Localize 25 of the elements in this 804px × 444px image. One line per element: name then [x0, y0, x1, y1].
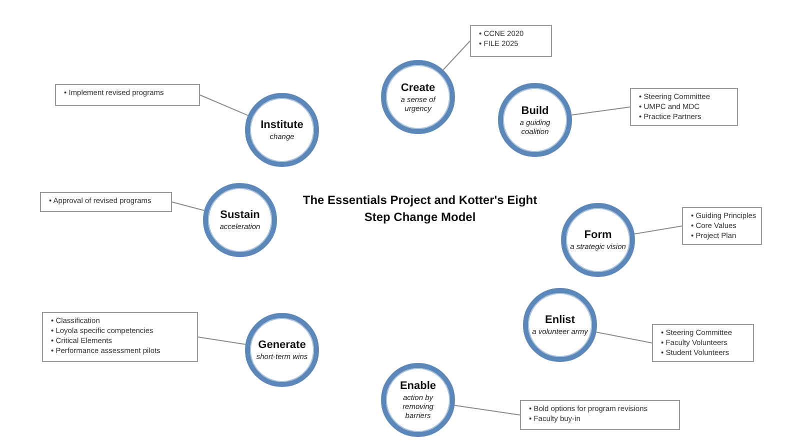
connector-line — [198, 336, 246, 345]
note-box — [40, 192, 172, 212]
diagram-title: The Essentials Project and Kotter's Eight Step Change Model — [302, 192, 538, 226]
note-box — [42, 312, 198, 362]
step-heading: Sustain — [220, 209, 260, 222]
connector-line — [571, 106, 630, 116]
note-box — [682, 207, 762, 245]
step-heading: Create — [400, 82, 436, 94]
note-box — [470, 25, 552, 57]
step-heading: Institute — [260, 119, 304, 132]
connector-line — [634, 226, 682, 234]
note-box — [55, 84, 200, 106]
note-box — [520, 400, 680, 430]
note-box — [652, 324, 754, 362]
step-heading: Build — [521, 104, 549, 118]
step-heading: Form — [584, 229, 612, 242]
step-heading: Enlist — [545, 314, 575, 327]
connector-line — [200, 94, 248, 116]
connector-line — [454, 404, 520, 416]
connector-line — [596, 332, 652, 344]
step-heading: Enable — [400, 380, 436, 393]
connector-line — [442, 40, 470, 70]
connector-line — [172, 202, 205, 212]
step-heading: Generate — [258, 339, 306, 352]
note-box — [630, 88, 738, 126]
